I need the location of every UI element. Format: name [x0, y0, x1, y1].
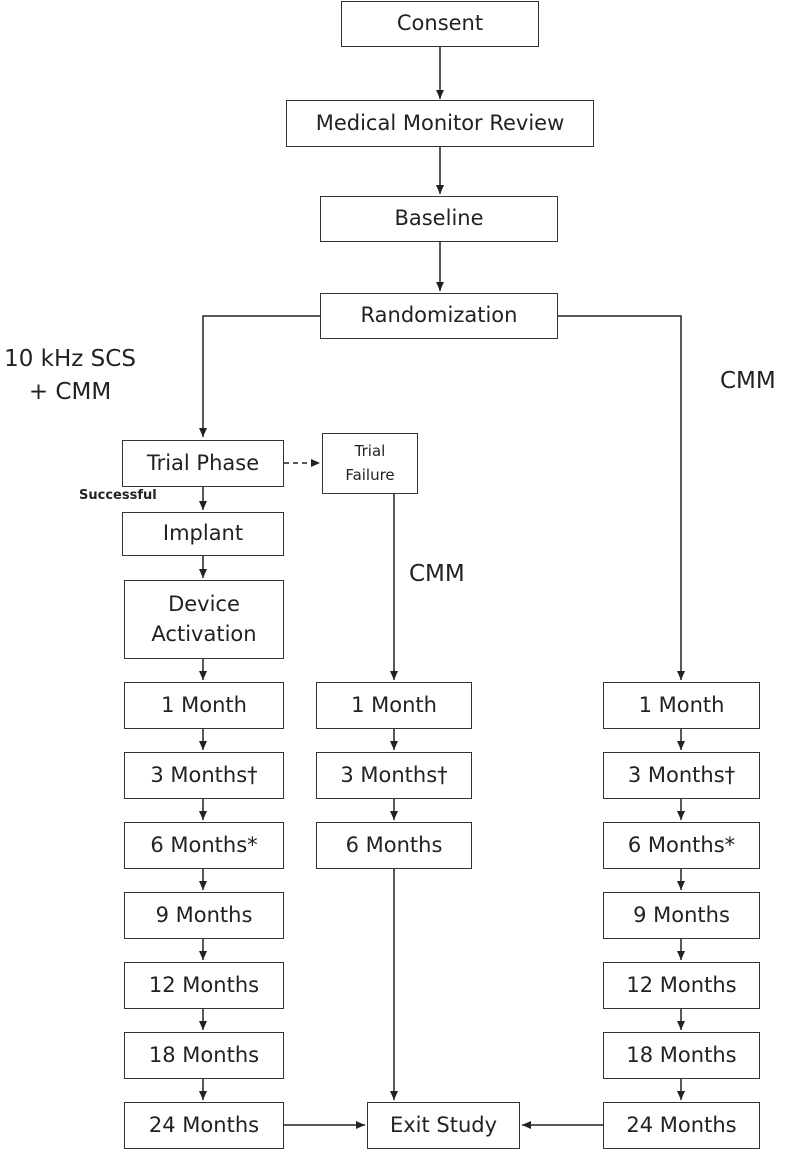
consent-box: Consent	[341, 1, 539, 47]
scs-arm-label: 10 kHz SCS + CMM	[0, 343, 140, 410]
randomization-box: Randomization	[320, 293, 558, 339]
medical-monitor-review-box: Medical Monitor Review	[286, 100, 594, 147]
trial-failure-line2: Failure	[345, 465, 395, 484]
cmm-visit-box: 12 Months	[603, 962, 760, 1009]
device-activation-line2: Activation	[151, 621, 257, 646]
trial-phase-box: Trial Phase	[122, 440, 284, 487]
trial-failure-visit-box: 1 Month	[316, 682, 472, 729]
implant-box: Implant	[122, 512, 284, 556]
cmm-visit-box: 1 Month	[603, 682, 760, 729]
scs-visit-box: 9 Months	[124, 892, 284, 939]
trial-failure-line1: Trial	[354, 442, 386, 461]
device-activation-line1: Device	[168, 592, 240, 617]
scs-visit-box: 12 Months	[124, 962, 284, 1009]
scs-visit-box: 3 Months†	[124, 752, 284, 799]
arrow-randomization-to-scs-arm	[199, 315, 320, 437]
successful-label: Successful	[79, 488, 157, 503]
trial-failure-cmm-label: CMM	[409, 561, 465, 587]
cmm-visit-box: 3 Months†	[603, 752, 760, 799]
arrow-randomization-to-cmm-arm	[558, 315, 685, 680]
trial-failure-visit-box: 6 Months	[316, 822, 472, 869]
cmm-visit-box: 18 Months	[603, 1032, 760, 1079]
scs-visit-box: 24 Months	[124, 1102, 284, 1149]
scs-visit-box: 18 Months	[124, 1032, 284, 1079]
baseline-box: Baseline	[320, 196, 558, 242]
scs-arm-label-line1: 10 kHz SCS	[4, 346, 136, 372]
cmm-visit-box: 9 Months	[603, 892, 760, 939]
cmm-visit-box: 24 Months	[603, 1102, 760, 1149]
exit-study-box: Exit Study	[367, 1102, 520, 1149]
trial-failure-visit-box: 3 Months†	[316, 752, 472, 799]
trial-failure-box: Trial Failure	[322, 433, 418, 494]
device-activation-box: Device Activation	[124, 580, 284, 659]
scs-visit-box: 6 Months*	[124, 822, 284, 869]
cmm-visit-box: 6 Months*	[603, 822, 760, 869]
scs-arm-label-line2: + CMM	[28, 379, 112, 406]
scs-visit-box: 1 Month	[124, 682, 284, 729]
cmm-arm-label: CMM	[720, 368, 776, 394]
